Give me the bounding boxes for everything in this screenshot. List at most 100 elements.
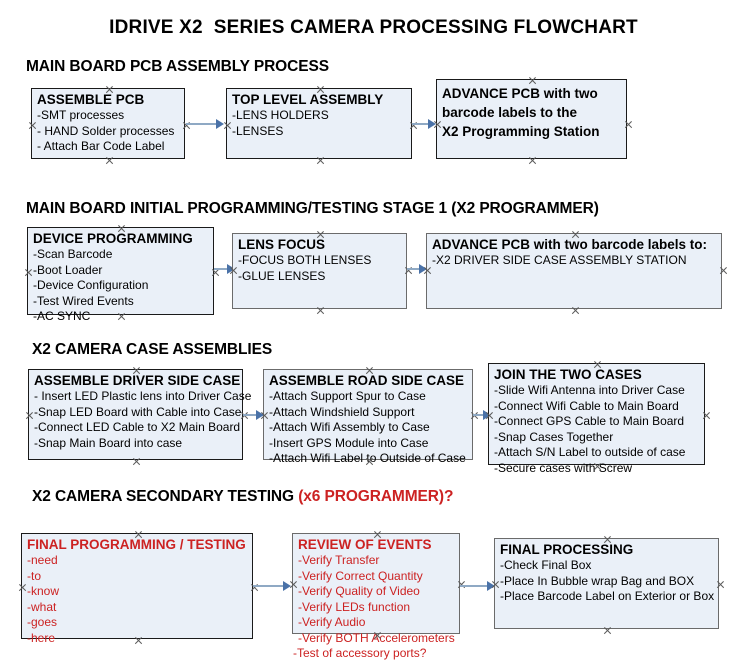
node-final-processing-line-1: -Place In Bubble wrap Bag and BOX	[500, 573, 695, 588]
node-driver-case-title: ASSEMBLE DRIVER SIDE CASE	[34, 373, 241, 388]
node-join-cases-line-3: -Snap Cases Together	[494, 429, 614, 444]
node-final-programming-line-0: -need	[27, 553, 58, 567]
arrow-head-icon	[487, 581, 495, 591]
connection-handle-left	[18, 583, 27, 592]
node-final-programming-line-2: -know	[27, 584, 60, 598]
node-review-events-title: REVIEW OF EVENTS	[298, 537, 432, 552]
node-road-case-line-2: -Attach Wifi Assembly to Case	[269, 420, 430, 434]
node-join-the-two-cases[interactable]: JOIN THE TWO CASES -Slide Wifi Antenna i…	[488, 363, 705, 475]
connector-device-programming-to-lens-focus	[214, 268, 238, 270]
arrow-head-icon	[216, 119, 224, 129]
connection-handle-bottom	[528, 156, 537, 165]
node-device-programming[interactable]: DEVICE PROGRAMMING -Scan Barcode -Boot L…	[24, 227, 214, 323]
connector-lens-focus-to-advance-pcb-driver	[407, 268, 427, 270]
node-lens-focus[interactable]: LENS FOCUS -FOCUS BOTH LENSES -GLUE LENS…	[232, 233, 407, 309]
node-review-events-line-4: -Verify Audio	[298, 615, 366, 629]
arrow-head-icon	[419, 264, 427, 274]
node-advance-pcb-driver-line-0: -X2 DRIVER SIDE CASE ASSEMBLY STATION	[432, 253, 687, 267]
node-road-case-title: ASSEMBLE ROAD SIDE CASE	[269, 373, 465, 388]
node-final-programming-line-4: -goes	[27, 615, 58, 629]
node-advance-pcb-station-title-0: ADVANCE PCB with two	[442, 86, 598, 101]
node-assemble-road-side-case[interactable]: ASSEMBLE ROAD SIDE CASE -Attach Support …	[263, 369, 473, 465]
connection-handle-left	[25, 411, 34, 420]
node-advance-pcb-driver-side[interactable]: ADVANCE PCB with two barcode labels to: …	[426, 233, 722, 309]
connector-review-of-events-to-final-processing	[460, 585, 495, 587]
arrow-head-icon	[283, 581, 291, 591]
node-assemble-driver-side-case[interactable]: ASSEMBLE DRIVER SIDE CASE - Insert LED P…	[25, 369, 252, 460]
section-title-red-suffix: (x6 PROGRAMMER)?	[298, 488, 454, 505]
node-final-programming-title: FINAL PROGRAMMING / TESTING	[27, 537, 246, 552]
node-join-cases-title: JOIN THE TWO CASES	[494, 367, 642, 382]
node-top-level-assembly-line-1: -LENSES	[232, 123, 284, 138]
node-join-cases-line-5: -Secure cases with Screw	[494, 460, 633, 475]
node-advance-pcb-driver-title: ADVANCE PCB with two barcode labels to:	[432, 237, 708, 252]
node-lens-focus-line-0: -FOCUS BOTH LENSES	[238, 253, 372, 267]
node-road-case-line-3: -Insert GPS Module into Case	[269, 435, 429, 450]
node-final-processing-line-2: -Place Barcode Label on Exterior or Box	[500, 589, 715, 603]
connector-to-advance-pcb-station	[418, 123, 434, 125]
connector-final-programming-to-review-of-events	[253, 585, 289, 587]
node-assemble-pcb[interactable]: ASSEMBLE PCB -SMT processes - HAND Solde…	[31, 88, 185, 159]
connection-handle-bottom	[132, 457, 141, 466]
node-review-events-line-3: -Verify LEDs function	[298, 599, 411, 614]
node-lens-focus-title: LENS FOCUS	[238, 237, 326, 252]
page-title: IDRIVE X2 SERIES CAMERA PROCESSING FLOWC…	[109, 17, 638, 38]
node-review-events-line-6: -Test of accessory ports?	[293, 646, 427, 660]
node-assemble-pcb-line-1: - HAND Solder processes	[37, 123, 175, 138]
connector-driver-case-to-road-case	[243, 414, 267, 416]
node-assemble-pcb-line-2: - Attach Bar Code Label	[37, 139, 165, 153]
node-join-cases-line-1: -Connect Wifi Cable to Main Board	[494, 398, 679, 413]
node-final-programming-line-3: -what	[27, 599, 57, 614]
node-assemble-pcb-title: ASSEMBLE PCB	[37, 92, 145, 107]
node-device-programming-line-4: -AC SYNC	[33, 309, 91, 323]
arrow-head-icon	[256, 410, 264, 420]
node-final-processing-line-0: -Check Final Box	[500, 558, 592, 572]
node-driver-case-line-0: - Insert LED Plastic lens into Driver Ca…	[34, 389, 252, 403]
node-top-level-assembly-line-0: -LENS HOLDERS	[232, 108, 329, 122]
arrow-head-icon	[428, 119, 436, 129]
node-road-case-line-1: -Attach Windshield Support	[269, 404, 415, 419]
node-advance-pcb-station-title-1: barcode labels to the	[442, 105, 578, 120]
node-top-level-assembly-title: TOP LEVEL ASSEMBLY	[232, 92, 384, 107]
arrow-head-icon	[227, 264, 235, 274]
node-final-processing-title: FINAL PROCESSING	[500, 542, 634, 557]
node-driver-case-line-2: -Connect LED Cable to X2 Main Board	[34, 420, 241, 434]
node-advance-pcb-station-title-2: X2 Programming Station	[442, 124, 600, 139]
node-road-case-line-4: -Attach Wifi Label to Outside of Case	[269, 451, 466, 465]
node-final-programming-line-1: -to	[27, 568, 42, 583]
node-device-programming-line-0: -Scan Barcode	[33, 247, 113, 261]
section-title-text: X2 CAMERA SECONDARY TESTING	[32, 488, 299, 505]
node-review-events-line-2: -Verify Quality of Video	[298, 584, 420, 598]
node-review-events-line-1: -Verify Correct Quantity	[298, 568, 423, 583]
arrow-head-icon	[483, 410, 491, 420]
node-driver-case-line-3: -Snap Main Board into case	[34, 435, 183, 450]
node-review-of-events[interactable]: REVIEW OF EVENTS -Verify Transfer -Verif…	[292, 533, 460, 660]
node-device-programming-line-1: -Boot Loader	[33, 262, 103, 277]
node-device-programming-title: DEVICE PROGRAMMING	[33, 231, 193, 246]
connection-handle-left	[24, 268, 33, 277]
node-device-programming-line-2: -Device Configuration	[33, 278, 149, 292]
node-final-programming-line-5: -here	[27, 630, 56, 645]
connection-handle-bottom	[603, 626, 612, 635]
connection-handle-bottom	[105, 156, 114, 165]
node-advance-pcb-programming-station[interactable]: ADVANCE PCB with two barcode labels to t…	[436, 79, 627, 159]
node-join-cases-line-2: -Connect GPS Cable to Main Board	[494, 414, 685, 428]
node-final-processing[interactable]: FINAL PROCESSING -Check Final Box -Place…	[494, 538, 719, 629]
node-road-case-line-0: -Attach Support Spur to Case	[269, 389, 426, 403]
connection-handle-bottom	[316, 306, 325, 315]
node-review-events-line-5: -Verify BOTH Accelerometers	[298, 630, 455, 645]
section-title-x2-camera-secondary-testing: X2 CAMERA SECONDARY TESTING (x6 PROGRAMM…	[32, 488, 453, 506]
connection-handle-bottom	[571, 306, 580, 315]
node-top-level-assembly[interactable]: TOP LEVEL ASSEMBLY -LENS HOLDERS -LENSES	[226, 88, 412, 159]
node-review-events-line-0: -Verify Transfer	[298, 553, 380, 567]
node-join-cases-line-4: -Attach S/N Label to outside of case	[494, 445, 686, 459]
node-device-programming-line-3: -Test Wired Events	[33, 293, 134, 308]
node-join-cases-line-0: -Slide Wifi Antenna into Driver Case	[494, 383, 685, 397]
section-title-x2-camera-case-assemblies: X2 CAMERA CASE ASSEMBLIES	[32, 341, 273, 358]
node-lens-focus-line-1: -GLUE LENSES	[238, 268, 326, 283]
section-title-main-board-pcb-assembly: MAIN BOARD PCB ASSEMBLY PROCESS	[26, 58, 329, 75]
section-title-main-board-initial-programming: MAIN BOARD INITIAL PROGRAMMING/TESTING S…	[26, 200, 599, 217]
node-final-programming-testing[interactable]: FINAL PROGRAMMING / TESTING -need -to -k…	[18, 533, 253, 645]
connection-handle-bottom	[316, 156, 325, 165]
